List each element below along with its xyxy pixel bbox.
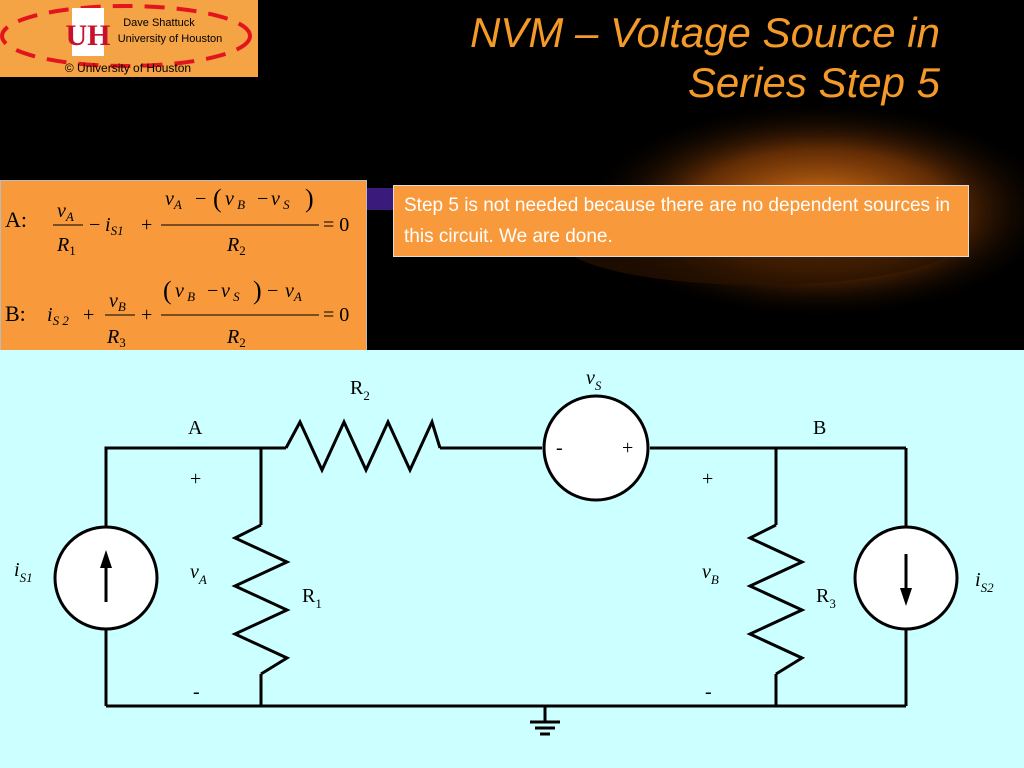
- svg-text:+: +: [141, 214, 152, 236]
- uh-emblem-icon: UH: [0, 4, 252, 68]
- title-line-1: NVM – Voltage Source in: [469, 9, 940, 56]
- vb-plus-sign: +: [702, 468, 713, 490]
- r1-label: R1: [302, 585, 322, 611]
- equation-b-label: B:: [5, 301, 26, 326]
- resistor-r3: [746, 523, 806, 676]
- va-minus-sign: -: [193, 681, 200, 703]
- svg-text:vA: vA: [57, 200, 74, 224]
- title-line-2: Series Step 5: [687, 59, 940, 106]
- svg-text:(: (: [163, 276, 172, 305]
- is1-label: iS1: [14, 559, 33, 585]
- circuit-diagram-area: - + A B R2 R1 R3 vS + vA - + vB - iS1 iS…: [0, 350, 1024, 768]
- node-equations: A: vA R1 − iS1 + vA − ( v B − v S ) R2 =…: [5, 184, 349, 350]
- r2-label: R2: [350, 377, 370, 403]
- node-b-label: B: [813, 417, 826, 439]
- equation-a-label: A:: [5, 207, 27, 232]
- svg-text:−: −: [257, 188, 268, 210]
- svg-text:): ): [253, 276, 262, 305]
- slide-title: NVM – Voltage Source in Series Step 5: [340, 8, 940, 108]
- r3-label: R3: [816, 585, 836, 611]
- resistor-r2: [284, 417, 442, 474]
- va-label: vA: [190, 561, 207, 587]
- circuit-wires: [104, 417, 908, 722]
- svg-text:v B: v B: [225, 188, 245, 212]
- svg-text:R2: R2: [226, 326, 246, 350]
- svg-text:iS 2: iS 2: [47, 304, 69, 328]
- is2-label: iS2: [975, 569, 994, 595]
- equation-b: iS 2 + vB R3 + ( v B − v S ) − vA R2 = 0: [47, 276, 349, 350]
- svg-text:−: −: [207, 280, 218, 302]
- vb-label: vB: [702, 561, 719, 587]
- vb-minus-sign: -: [705, 681, 712, 703]
- svg-text:R1: R1: [56, 234, 76, 258]
- svg-text:): ): [305, 184, 314, 213]
- svg-text:vB: vB: [109, 290, 126, 314]
- svg-text:−: −: [267, 280, 278, 302]
- svg-text:v S: v S: [221, 280, 240, 304]
- equations-box: A: vA R1 − iS1 + vA − ( v B − v S ) R2 =…: [0, 180, 367, 358]
- svg-text:+: +: [141, 304, 152, 326]
- logo-copyright: © University of Houston: [64, 61, 192, 75]
- logo-university: University of Houston: [117, 33, 223, 45]
- svg-text:R2: R2: [226, 234, 246, 258]
- svg-text:v S: v S: [271, 188, 290, 212]
- equation-a: vA R1 − iS1 + vA − ( v B − v S ) R2 = 0: [53, 184, 349, 258]
- svg-text:R3: R3: [106, 326, 126, 350]
- svg-text:−: −: [89, 214, 100, 236]
- arrow-up-icon: [100, 550, 112, 602]
- svg-text:−: −: [195, 188, 206, 210]
- equation-a-rhs: = 0: [323, 214, 349, 236]
- step-note: Step 5 is not needed because there are n…: [393, 185, 969, 257]
- equation-b-rhs: = 0: [323, 304, 349, 326]
- resistor-r1: [231, 523, 291, 676]
- svg-text:UH: UH: [66, 19, 111, 52]
- voltage-source-vs: [542, 394, 650, 502]
- vs-label: vS: [586, 367, 602, 393]
- svg-text:iS1: iS1: [105, 214, 124, 238]
- svg-text:vA: vA: [165, 188, 182, 212]
- svg-text:vA: vA: [285, 280, 302, 304]
- svg-text:(: (: [213, 184, 222, 213]
- logo-author: Dave Shattuck: [123, 17, 195, 29]
- va-plus-sign: +: [190, 468, 201, 490]
- vs-plus-sign: +: [622, 437, 633, 459]
- svg-text:v B: v B: [175, 280, 195, 304]
- ground-icon: [530, 720, 560, 736]
- node-a-label: A: [188, 417, 203, 439]
- svg-text:+: +: [83, 304, 94, 326]
- vs-minus-sign: -: [556, 437, 563, 459]
- university-logo: UH Dave Shattuck University of Houston ©…: [0, 0, 258, 77]
- arrow-down-icon: [900, 554, 912, 606]
- circuit-schematic: - + A B R2 R1 R3 vS + vA - + vB - iS1 iS…: [14, 367, 994, 736]
